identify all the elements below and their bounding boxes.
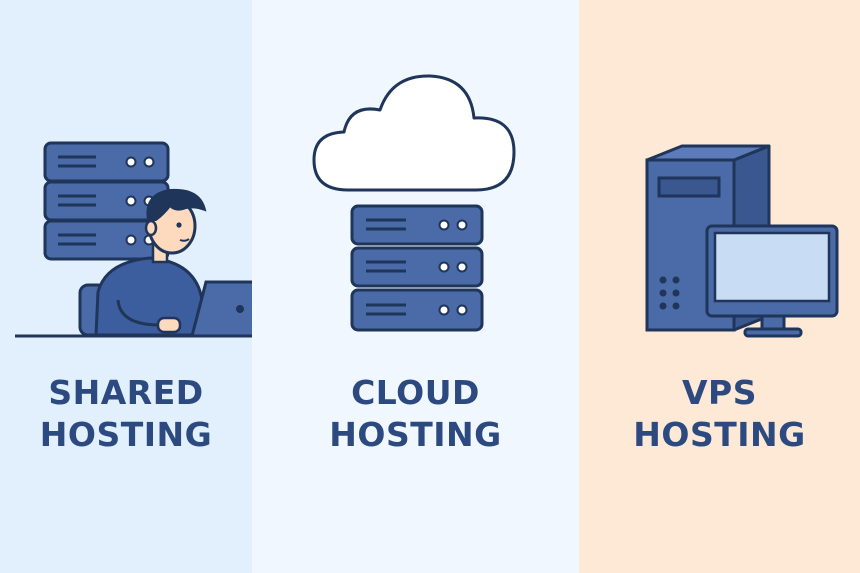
- vps-hosting-title: VPS HOSTING: [579, 372, 860, 456]
- panel-vps-hosting: VPS HOSTING: [579, 0, 860, 573]
- cloud-icon: [312, 74, 516, 192]
- vps-hosting-line1: VPS: [682, 373, 757, 412]
- monitor-icon: [705, 224, 839, 338]
- shared-hosting-illustration: [15, 141, 252, 338]
- cloud-hosting-line2: HOSTING: [329, 415, 502, 454]
- person-with-laptop-icon: [15, 188, 252, 338]
- cloud-hosting-title: CLOUD HOSTING: [252, 372, 579, 456]
- panel-cloud-hosting: CLOUD HOSTING: [252, 0, 579, 573]
- shared-hosting-line2: HOSTING: [39, 415, 213, 454]
- panel-shared-hosting: SHARED HOSTING: [0, 0, 252, 573]
- cloud-hosting-line1: CLOUD: [351, 373, 480, 412]
- shared-hosting-line1: SHARED: [48, 373, 204, 412]
- cloud-hosting-illustration: [312, 74, 516, 332]
- vps-hosting-illustration: [645, 144, 839, 338]
- server-stack-icon: [350, 204, 484, 332]
- shared-hosting-title: SHARED HOSTING: [0, 372, 252, 456]
- vps-hosting-line2: HOSTING: [633, 415, 806, 454]
